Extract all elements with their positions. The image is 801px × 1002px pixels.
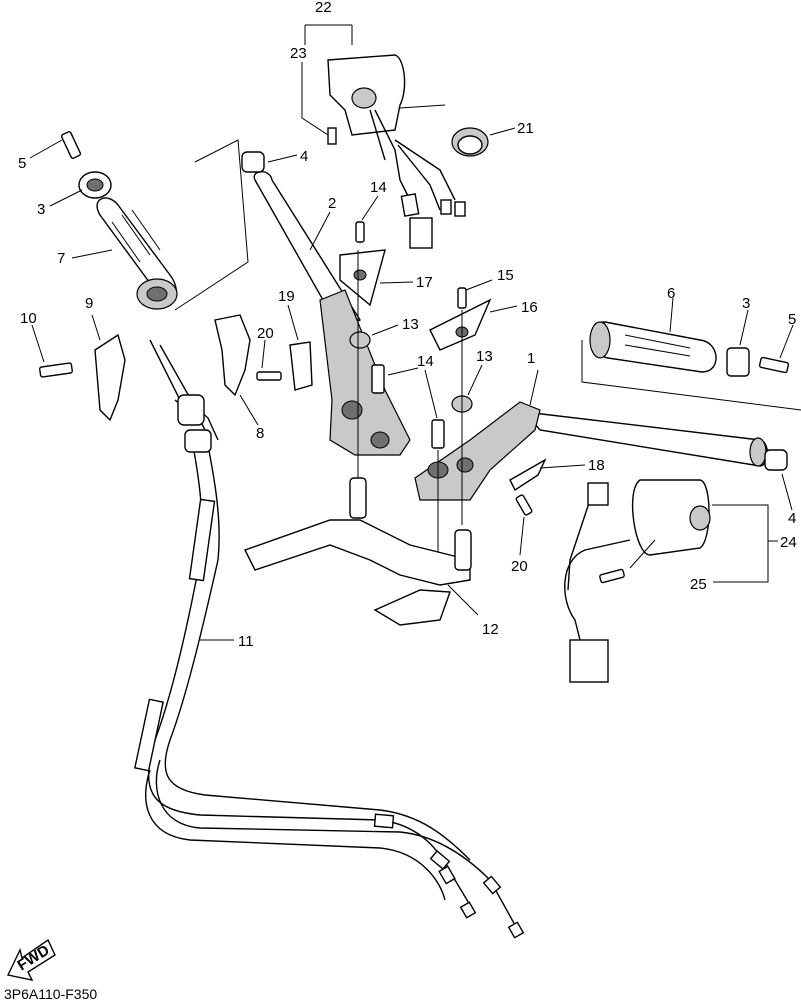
weight-4-right	[764, 449, 793, 511]
weight-3-left	[49, 171, 112, 207]
callout-18: 18	[588, 457, 605, 474]
callout-10: 10	[20, 310, 37, 327]
switch-22	[304, 24, 466, 249]
throttle-cables	[134, 339, 525, 939]
bolt-5-right	[758, 324, 794, 374]
callout-4-left: 4	[300, 148, 308, 165]
callout-8: 8	[256, 425, 264, 442]
plate-16	[429, 298, 518, 351]
callout-3-left: 3	[37, 201, 45, 218]
callout-6: 6	[667, 285, 675, 302]
callout-21: 21	[517, 120, 534, 137]
callout-labels: 22 23 21 5 4 14 3 2 7 15 17 19 6 3 9 16 …	[18, 0, 797, 650]
screw-23	[301, 62, 337, 145]
screw-15-right	[457, 279, 493, 309]
holder-9	[91, 314, 126, 422]
callout-2: 2	[328, 195, 336, 212]
nut-13-left	[349, 324, 399, 349]
screw-25	[599, 539, 656, 584]
clip-18	[509, 458, 586, 492]
callout-20-left: 20	[257, 325, 274, 342]
callout-1: 1	[527, 350, 535, 367]
callout-19: 19	[278, 288, 295, 305]
grip-frame-right	[581, 340, 801, 411]
callout-20-right: 20	[511, 558, 528, 575]
alignment-lines	[357, 250, 463, 560]
screw-20-right	[515, 494, 533, 556]
callout-16: 16	[521, 299, 538, 316]
fwd-arrow-icon: FWD	[6, 938, 56, 981]
handlebar-1-right	[523, 369, 769, 467]
ring-21	[451, 127, 516, 157]
callout-22: 22	[315, 0, 332, 16]
callout-14: 14	[417, 353, 434, 370]
bracket-19	[287, 304, 313, 391]
callout-7: 7	[57, 250, 65, 267]
callout-24: 24	[780, 534, 797, 551]
callout-23: 23	[290, 45, 307, 62]
callout-5-left: 5	[18, 155, 26, 172]
callout-25: 25	[690, 576, 707, 593]
screw-15-left	[355, 195, 379, 243]
bolt-14-lower	[424, 369, 445, 449]
bolt-5-left	[29, 131, 82, 159]
bracket-12	[244, 477, 479, 626]
bolt-14-upper	[371, 364, 419, 394]
grip-7-left	[71, 197, 178, 310]
grip-frame-left	[174, 139, 249, 311]
callout-12: 12	[482, 621, 499, 638]
weight-3-right	[726, 309, 750, 377]
callout-13-right: 13	[476, 348, 493, 365]
callout-15-left: 14	[370, 179, 387, 196]
handlebar-2-left	[253, 171, 411, 456]
handlebar-clamp-right	[414, 401, 541, 501]
switch-24	[564, 479, 778, 683]
callout-17: 17	[416, 274, 433, 291]
callout-9: 9	[85, 295, 93, 312]
diagram-code: 3P6A110-F350	[4, 986, 98, 1002]
nut-13-right	[451, 364, 483, 413]
callout-5-right: 5	[788, 311, 796, 328]
screw-20-left	[256, 339, 282, 381]
holder-8	[214, 314, 259, 426]
weight-4-left	[241, 151, 298, 173]
callout-15-right: 15	[497, 267, 514, 284]
bolt-10	[31, 324, 73, 378]
plate-17	[339, 249, 414, 307]
callout-13-left: 13	[402, 316, 419, 333]
callout-4-right: 4	[788, 510, 796, 527]
grip-6-right	[589, 297, 717, 373]
callout-3-right: 3	[742, 295, 750, 312]
callout-11: 11	[238, 633, 254, 650]
